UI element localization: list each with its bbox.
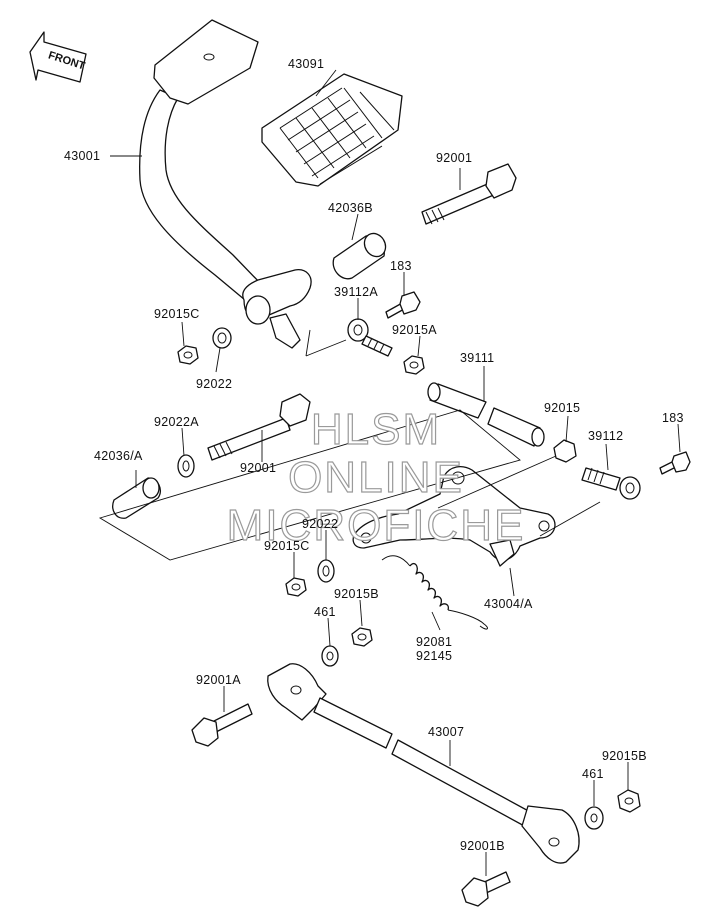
watermark: HLSM ONLINE MICROFICHE xyxy=(226,404,526,550)
bolt-183-top xyxy=(385,291,421,319)
label-183-top: 183 xyxy=(390,259,412,273)
label-39111: 39111 xyxy=(460,351,494,365)
washer-92022-top xyxy=(212,327,232,349)
collar-42036a xyxy=(112,477,162,519)
bolt-92001-mid xyxy=(207,393,311,461)
label-92145: 92145 xyxy=(416,649,452,663)
label-92015a: 92015A xyxy=(392,323,437,337)
label-92022a: 92022A xyxy=(154,415,199,429)
label-92022-top: 92022 xyxy=(196,377,232,391)
leader-lines xyxy=(110,69,681,876)
label-92015: 92015 xyxy=(544,401,580,415)
watermark-line1: HLSM xyxy=(311,405,441,454)
collar-42036b xyxy=(332,232,387,280)
label-39112a: 39112A xyxy=(334,285,378,299)
label-43001: 43001 xyxy=(64,149,100,163)
front-arrow-icon: FRONT xyxy=(29,31,87,83)
label-39112: 39112 xyxy=(588,429,623,443)
label-43004a: 43004/A xyxy=(484,597,533,611)
label-92015b-low: 92015B xyxy=(602,749,647,763)
washer-92022-mid xyxy=(317,559,335,583)
label-92015c-top: 92015C xyxy=(154,307,200,321)
label-92001b: 92001B xyxy=(460,839,505,853)
part-labels: 43091 43001 92001 42036B 183 39112A 9201… xyxy=(64,57,684,853)
label-42036a: 42036/A xyxy=(94,449,143,463)
lever-43004a xyxy=(352,465,556,567)
label-92022-mid: 92022 xyxy=(302,517,338,531)
label-461-mid: 461 xyxy=(314,605,336,619)
nut-92015b-low xyxy=(617,789,641,813)
bolt-183-right xyxy=(659,451,691,475)
label-42036b: 42036B xyxy=(328,201,373,215)
brake-pedal-arm xyxy=(139,19,312,349)
label-183-right: 183 xyxy=(662,411,684,425)
label-43007: 43007 xyxy=(428,725,464,739)
washer-461-mid xyxy=(321,645,339,667)
label-92015c-mid: 92015C xyxy=(264,539,310,553)
nut-92015c-top xyxy=(177,345,199,365)
nut-92015a xyxy=(403,355,425,375)
watermark-line2: ONLINE xyxy=(288,453,464,502)
label-92001-mid: 92001 xyxy=(240,461,276,475)
label-92081: 92081 xyxy=(416,635,452,649)
washer-92022a xyxy=(177,454,195,478)
bolt-92001-top xyxy=(421,163,517,225)
watermark-line3: MICROFICHE xyxy=(227,501,526,550)
nut-92015c-mid xyxy=(285,577,307,597)
label-92001a: 92001A xyxy=(196,673,241,687)
label-461-low: 461 xyxy=(582,767,604,781)
bolt-92001b xyxy=(461,871,511,907)
pedal-pad xyxy=(261,73,403,187)
pivot-shaft-39111 xyxy=(427,382,545,447)
washer-461-low xyxy=(584,806,604,830)
reference-box xyxy=(98,329,601,561)
bolt-92001a xyxy=(191,703,253,747)
label-92001-top: 92001 xyxy=(436,151,472,165)
rod-end-39112a xyxy=(347,318,393,357)
nut-92015 xyxy=(553,439,577,463)
brake-rod-43007 xyxy=(267,663,580,864)
rod-end-39112 xyxy=(581,467,641,500)
nut-92015b-mid xyxy=(351,627,373,647)
label-43091: 43091 xyxy=(288,57,324,71)
spring-92081 xyxy=(381,555,488,630)
label-92015b-mid: 92015B xyxy=(334,587,379,601)
